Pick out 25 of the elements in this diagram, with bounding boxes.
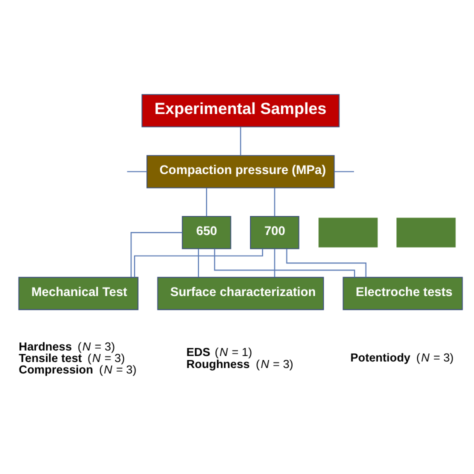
node-box: Surface characterization [157, 276, 324, 310]
connector [198, 248, 199, 277]
connector [130, 232, 182, 277]
node-label: EDS (N = 1) [186, 346, 252, 359]
node-label: Potentiody (N = 3) [350, 351, 454, 364]
node-box: 700 [250, 216, 300, 249]
connector [286, 248, 366, 277]
connector [134, 248, 264, 277]
connector [127, 170, 147, 172]
node-box: Experimental Samples [142, 94, 340, 127]
node-box [318, 217, 378, 247]
node-box [396, 217, 456, 247]
connector [214, 248, 356, 277]
node-label: Hardness (N = 3) [18, 340, 115, 353]
connector [274, 187, 276, 216]
node-box: Electroche tests [342, 276, 463, 310]
node-box: Compaction pressure (MPa) [146, 154, 335, 188]
connector [240, 126, 242, 155]
node-label: Compression (N = 3) [18, 363, 136, 376]
connector [274, 248, 276, 277]
node-box: Mechanical Test [18, 276, 138, 310]
connector [334, 170, 354, 172]
connector [206, 187, 208, 216]
node-box: 650 [182, 216, 232, 249]
node-label: Roughness (N = 3) [186, 357, 294, 370]
